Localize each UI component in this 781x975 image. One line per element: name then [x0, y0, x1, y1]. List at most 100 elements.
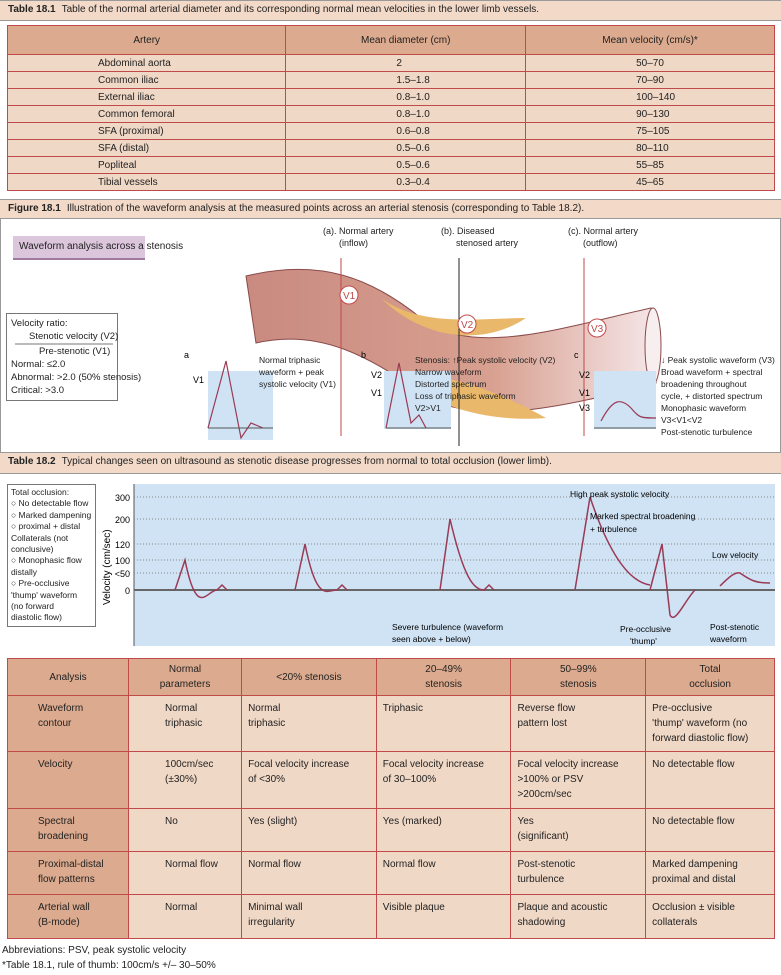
note-line: Narrow waveform	[415, 367, 482, 377]
point-b-label: (b). Diseased	[441, 226, 495, 236]
header-line: stenosis	[425, 679, 462, 690]
note-line: diastolic flow)	[11, 612, 63, 623]
column-header: Mean diameter (cm)	[285, 25, 527, 55]
point-c-label: (c). Normal artery	[568, 226, 639, 236]
annotation: waveform	[709, 634, 747, 644]
marker-v2-label: V2	[461, 320, 474, 331]
table-cell: No detectable flow	[645, 808, 775, 852]
cell-line: Pre-occlusive	[652, 703, 713, 714]
y-axis-label: Velocity (cm/sec)	[102, 529, 113, 605]
abbreviations: Abbreviations: PSV, peak systolic veloci…	[2, 945, 187, 956]
table-cell: Focal velocity increase>100% or PSV>200c…	[510, 751, 647, 809]
table-cell: Normal flow	[128, 851, 243, 895]
cell-line: Marked dampening	[652, 859, 738, 870]
note-line: distally	[11, 566, 37, 577]
cell-line: (±30%)	[165, 774, 198, 785]
annotation: seen above + below)	[392, 634, 471, 644]
cell-line: Normal	[165, 703, 198, 714]
note-line: Post-stenotic turbulence	[661, 427, 753, 437]
column-header: Artery	[6, 25, 287, 55]
table-cell: Yes(significant)	[510, 808, 647, 852]
svg-text:V2: V2	[371, 370, 382, 380]
cell-line: Yes (marked)	[382, 816, 442, 827]
note-line: (no forward	[11, 601, 54, 612]
note-line: Distorted spectrum	[415, 379, 487, 389]
cell-line: flow patterns	[38, 874, 95, 885]
note-line: ○ Marked dampening	[11, 509, 92, 520]
table-cell: Yes (slight)	[241, 808, 377, 852]
table-cell: Triphasic	[375, 695, 512, 752]
cell-line: Reverse flow	[517, 703, 576, 714]
cell-line: Triphasic	[382, 703, 423, 714]
note-line: ○ No detectable flow	[11, 498, 89, 509]
cell-line: Velocity	[38, 759, 73, 770]
marker-v2	[457, 314, 477, 334]
table-cell: No detectable flow	[645, 751, 775, 809]
header-line: Total	[699, 664, 721, 675]
cell-line: broadening	[38, 831, 89, 842]
cell-line: Plaque and acoustic	[517, 902, 608, 913]
table-cell: 0.8–1.0	[285, 88, 527, 106]
note-line: systolic velocity (V1)	[259, 379, 336, 389]
note-line: Loss of triphasic waveform	[415, 391, 516, 401]
annotation: Post-stenotic	[710, 622, 760, 632]
table-cell: Common femoral	[6, 105, 287, 123]
waveform-5	[719, 572, 771, 587]
plaque-top	[381, 298, 526, 336]
annotation: Marked spectral broadening	[590, 511, 696, 521]
column-header: 20–49%stenosis	[375, 658, 512, 696]
table-cell: 100cm/sec(±30%)	[128, 751, 243, 809]
column-header: Analysis	[6, 658, 130, 696]
cell-line: Normal flow	[165, 859, 218, 870]
waveform-3	[574, 496, 651, 591]
annotation: Low velocity	[712, 550, 759, 560]
footnote: *Table 18.1, rule of thumb: 100cm/s +/– …	[2, 960, 216, 971]
note-line: ↓ Peak systolic waveform (V3)	[661, 355, 775, 365]
panel-c	[594, 371, 656, 429]
cell-line: Normal	[165, 902, 198, 913]
note-line: ○ Monophasic flow	[11, 555, 82, 566]
y-tick-label: 200	[115, 515, 130, 525]
point-a-sub: (inflow)	[339, 238, 368, 248]
panel-c-letter: c	[574, 350, 579, 360]
table-cell: Common iliac	[6, 71, 287, 89]
svg-text:V1: V1	[193, 375, 204, 385]
table-cell: Normal	[128, 894, 243, 939]
cell-line: triphasic	[248, 718, 286, 729]
table-cell: No	[128, 808, 243, 852]
artery-illustration: V1 V2 V3 (a). Normal artery(inflow) (b).…	[184, 226, 662, 446]
y-tick-label: 100	[115, 556, 130, 566]
stenosis-figure: Waveform analysis across a stenosis V1 V…	[0, 218, 781, 452]
waveform-a	[207, 360, 264, 440]
cell-line: turbulence	[517, 874, 565, 885]
table-cell: SFA (distal)	[6, 139, 287, 157]
point-a-label: (a). Normal artery	[323, 226, 394, 236]
cell-line: Normal flow	[382, 859, 436, 870]
panel-a-letter: a	[184, 350, 189, 360]
table-cell: 0.6–0.8	[285, 122, 527, 140]
marker-v1-label: V1	[343, 291, 356, 302]
cell-line: No	[165, 816, 178, 827]
table-cell: Abdominal aorta	[6, 54, 287, 72]
table-cell: 1.5–1.8	[285, 71, 527, 89]
velocity-ratio-box: Velocity ratio: Stenotic velocity (V2) P…	[6, 313, 141, 401]
marker-v1	[339, 285, 359, 305]
y-tick-label: 0	[125, 586, 130, 596]
svg-text:V2: V2	[579, 370, 590, 380]
table-cell: 75–105	[525, 122, 775, 140]
